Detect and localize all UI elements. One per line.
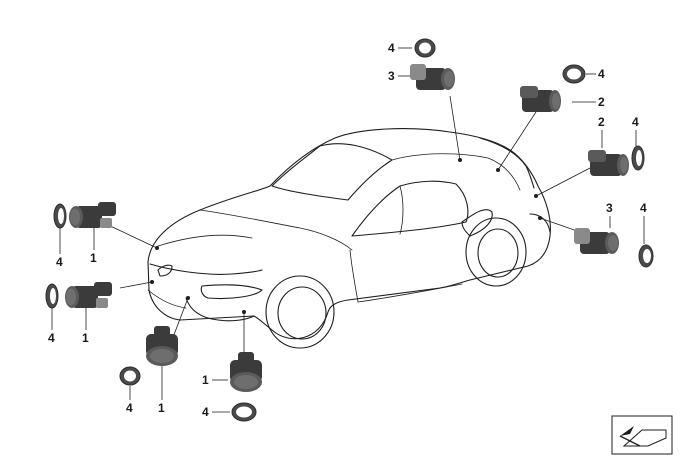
parking-sensor-frontleft (146, 326, 178, 366)
parking-sensor-right (588, 150, 629, 176)
mounting-ring-frontcenter (231, 402, 257, 422)
callout-4-right: 4 (632, 115, 639, 129)
mounting-ring-rightlow (638, 244, 654, 268)
mounting-ring-right (631, 145, 645, 171)
viewing-direction-icon (611, 415, 673, 455)
mounting-ring-leftdown (45, 283, 59, 309)
callout-4-topright: 4 (598, 67, 605, 81)
callout-4-frontleft: 4 (126, 401, 133, 415)
parking-sensor-leftdown (65, 282, 112, 308)
parking-sensor-frontcenter (230, 352, 262, 392)
callout-2-right: 2 (598, 115, 605, 129)
callout-1-frontleft: 1 (158, 401, 165, 415)
callout-4-frontcenter: 4 (202, 405, 209, 419)
sensor-position-markers (150, 158, 542, 314)
callout-1-leftup: 1 (90, 251, 97, 265)
callout-3-rightlow: 3 (606, 201, 613, 215)
callout-1-frontcenter: 1 (202, 373, 209, 387)
mounting-ring-topright (562, 64, 586, 84)
parking-sensor-leftup (69, 202, 116, 228)
callout-3-top: 3 (388, 69, 395, 83)
parking-sensor-topright (520, 86, 561, 112)
callout-4-leftup: 4 (56, 255, 63, 269)
callout-2-topright: 2 (598, 95, 605, 109)
mounting-ring-top (414, 38, 436, 58)
callout-4-rightlow: 4 (640, 201, 647, 215)
callout-4-top: 4 (388, 41, 395, 55)
callout-1-leftdown: 1 (82, 331, 89, 345)
callout-4-leftdown: 4 (48, 331, 55, 345)
leader-lines (105, 95, 591, 356)
parking-sensor-rightlow (574, 228, 619, 254)
car-outline (147, 128, 551, 349)
mounting-ring-frontleft (119, 366, 141, 386)
parking-sensor-top (410, 64, 455, 90)
callout-labels: 4 3 4 2 2 4 3 4 4 1 4 1 4 1 1 (48, 41, 647, 419)
mounting-ring-leftup (53, 203, 67, 229)
